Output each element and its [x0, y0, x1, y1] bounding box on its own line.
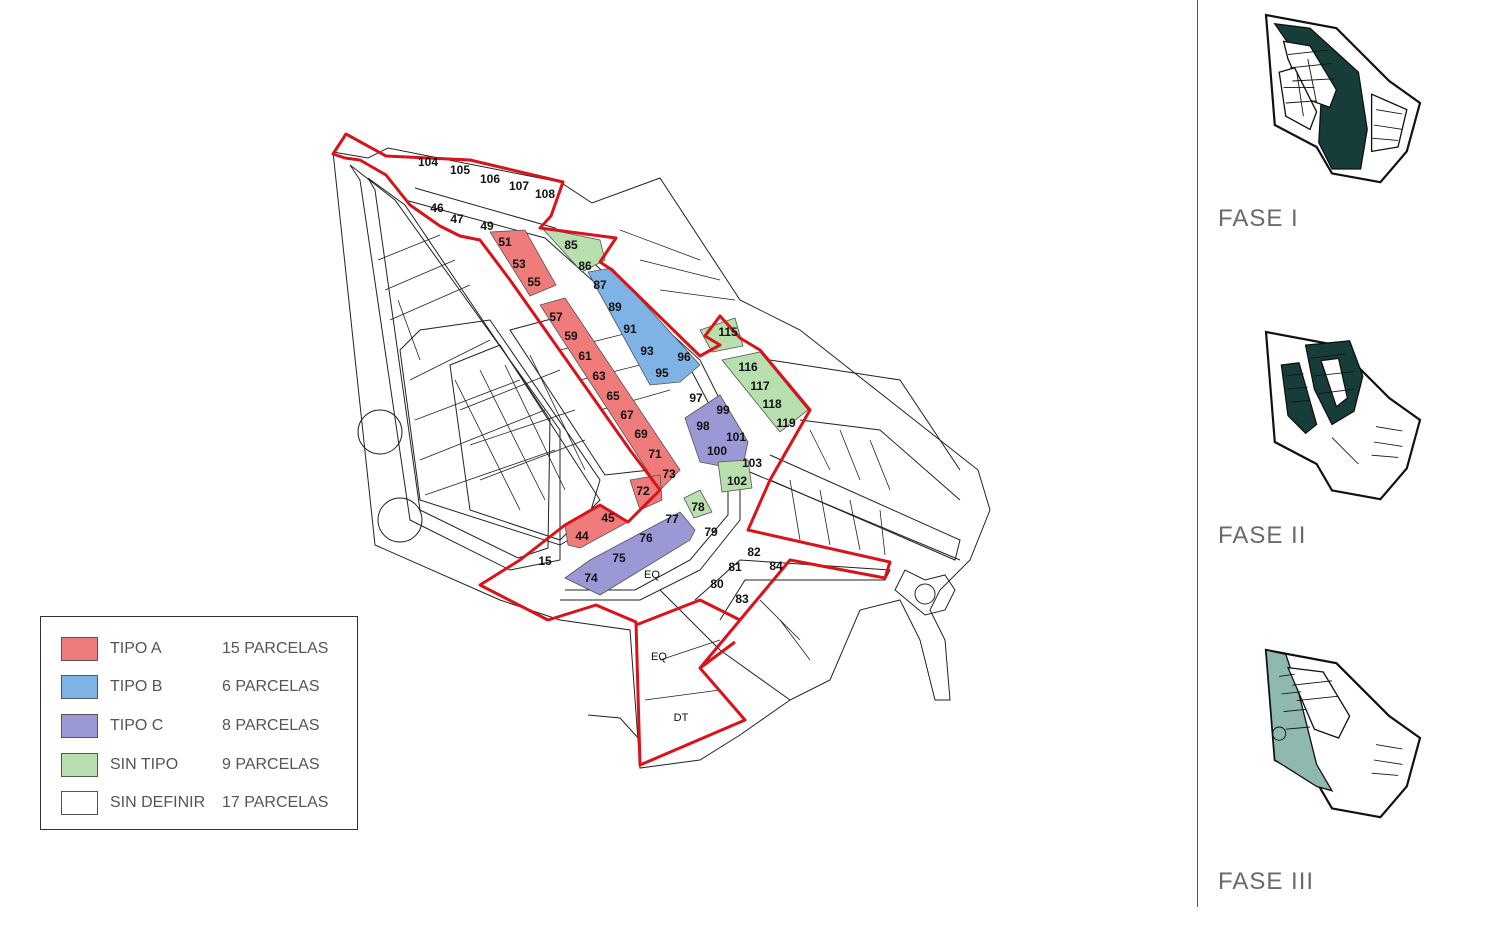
lot-label: 93	[640, 344, 654, 358]
eq-label: EQ	[644, 569, 660, 581]
lot-label: 46	[430, 201, 444, 215]
dt-label: DT	[674, 712, 689, 724]
lot-label: 44	[575, 529, 589, 543]
lot-label: 72	[636, 484, 650, 498]
lot-label: 55	[527, 275, 541, 289]
legend-row-tipo-a: TIPO A 15 PARCELAS	[61, 637, 351, 663]
legend-count-label: 15 PARCELAS	[222, 640, 329, 657]
lot-label: 79	[704, 525, 718, 539]
lot-label: 96	[677, 350, 691, 364]
lot-label: 49	[480, 219, 494, 233]
lot-label: 84	[769, 559, 783, 573]
lot-label: 51	[498, 235, 512, 249]
lot-label: 100	[707, 444, 727, 458]
project-boundary	[331, 132, 892, 767]
legend-swatch	[61, 675, 98, 699]
legend-type-label: SIN TIPO	[110, 756, 179, 773]
legend-row-tipo-b: TIPO B 6 PARCELAS	[61, 675, 351, 701]
lot-label: 95	[655, 366, 669, 380]
lot-label: 116	[738, 360, 758, 374]
lot-label: 65	[606, 389, 620, 403]
lot-label: 86	[578, 259, 592, 273]
lot-label: 77	[665, 512, 679, 526]
panel-divider	[1197, 0, 1198, 907]
legend-type-label: TIPO B	[110, 678, 163, 695]
lot-label: 47	[450, 212, 464, 226]
lot-label: 53	[512, 257, 526, 271]
site-plan-map: 104 105 106 107 108 46 47 49 51 53 55 57…	[331, 132, 991, 769]
phase-label: FASE I	[1218, 205, 1299, 232]
lot-label: 83	[735, 592, 749, 606]
tipo-c-parcels	[564, 394, 749, 596]
lot-label: 107	[509, 179, 529, 193]
site-outline	[332, 147, 991, 769]
phase-panel-3: FASE III	[1200, 640, 1500, 940]
lot-label: 69	[634, 427, 648, 441]
legend-swatch	[61, 714, 98, 738]
lot-label: 119	[776, 416, 796, 430]
legend: TIPO A 15 PARCELAS TIPO B 6 PARCELAS TIP…	[40, 616, 358, 830]
phase-2-thumbnail	[1264, 330, 1422, 501]
legend-type-label: TIPO A	[110, 640, 162, 657]
sin-tipo-parcels	[540, 227, 809, 519]
lot-label: 63	[592, 369, 606, 383]
lot-label: 97	[689, 391, 703, 405]
legend-row-sin-definir: SIN DEFINIR 17 PARCELAS	[61, 791, 351, 817]
lot-label: 15	[538, 554, 552, 568]
lot-label: 75	[612, 551, 626, 565]
lot-label: 57	[549, 310, 563, 324]
lot-label: 80	[710, 577, 724, 591]
lot-label: 74	[584, 571, 598, 585]
lot-label: 71	[648, 447, 662, 461]
phase-label: FASE III	[1218, 868, 1315, 895]
eq-label: EQ	[651, 651, 667, 663]
tipo-a-parcels	[489, 229, 681, 549]
lot-label: 81	[728, 560, 742, 574]
phase-panel-2: FASE II	[1200, 320, 1500, 620]
lot-label: 59	[564, 329, 578, 343]
lot-label: 118	[762, 397, 782, 411]
phase-3-thumbnail	[1264, 648, 1422, 819]
lot-label: 98	[696, 419, 710, 433]
lot-label: 91	[623, 322, 637, 336]
lot-label: 73	[662, 467, 676, 481]
parcel-grid	[377, 229, 891, 701]
lot-label: 45	[601, 511, 615, 525]
lot-label: 108	[535, 187, 555, 201]
legend-type-label: TIPO C	[110, 717, 164, 734]
legend-count-label: 6 PARCELAS	[222, 678, 320, 695]
lot-label: 82	[747, 545, 761, 559]
lot-label: 61	[578, 349, 592, 363]
lot-label: 104	[418, 155, 438, 169]
legend-swatch	[61, 637, 98, 661]
legend-row-tipo-c: TIPO C 8 PARCELAS	[61, 714, 351, 740]
phase-1-thumbnail	[1264, 13, 1422, 184]
lot-label: 106	[480, 172, 500, 186]
legend-count-label: 17 PARCELAS	[222, 794, 329, 811]
legend-count-label: 9 PARCELAS	[222, 756, 320, 773]
legend-type-label: SIN DEFINIR	[110, 794, 206, 811]
lot-label: 103	[742, 456, 762, 470]
lot-label: 115	[718, 325, 738, 339]
legend-swatch	[61, 753, 98, 777]
phase-panel-1: FASE I	[1200, 0, 1500, 300]
lot-label: 101	[726, 430, 746, 444]
legend-swatch	[61, 791, 98, 815]
lot-label: 78	[691, 500, 705, 514]
lot-label: 105	[450, 163, 470, 177]
lot-label: 76	[639, 531, 653, 545]
lot-labels: 104 105 106 107 108 46 47 49 51 53 55 57…	[418, 155, 796, 724]
lot-label: 117	[750, 379, 770, 393]
legend-row-sin-tipo: SIN TIPO 9 PARCELAS	[61, 753, 351, 779]
lot-label: 67	[620, 408, 634, 422]
lot-label: 102	[727, 474, 747, 488]
lot-label: 99	[716, 403, 730, 417]
lot-label: 87	[593, 278, 607, 292]
lot-label: 89	[608, 300, 622, 314]
lot-label: 85	[564, 238, 578, 252]
legend-count-label: 8 PARCELAS	[222, 717, 320, 734]
phase-label: FASE II	[1218, 522, 1307, 549]
